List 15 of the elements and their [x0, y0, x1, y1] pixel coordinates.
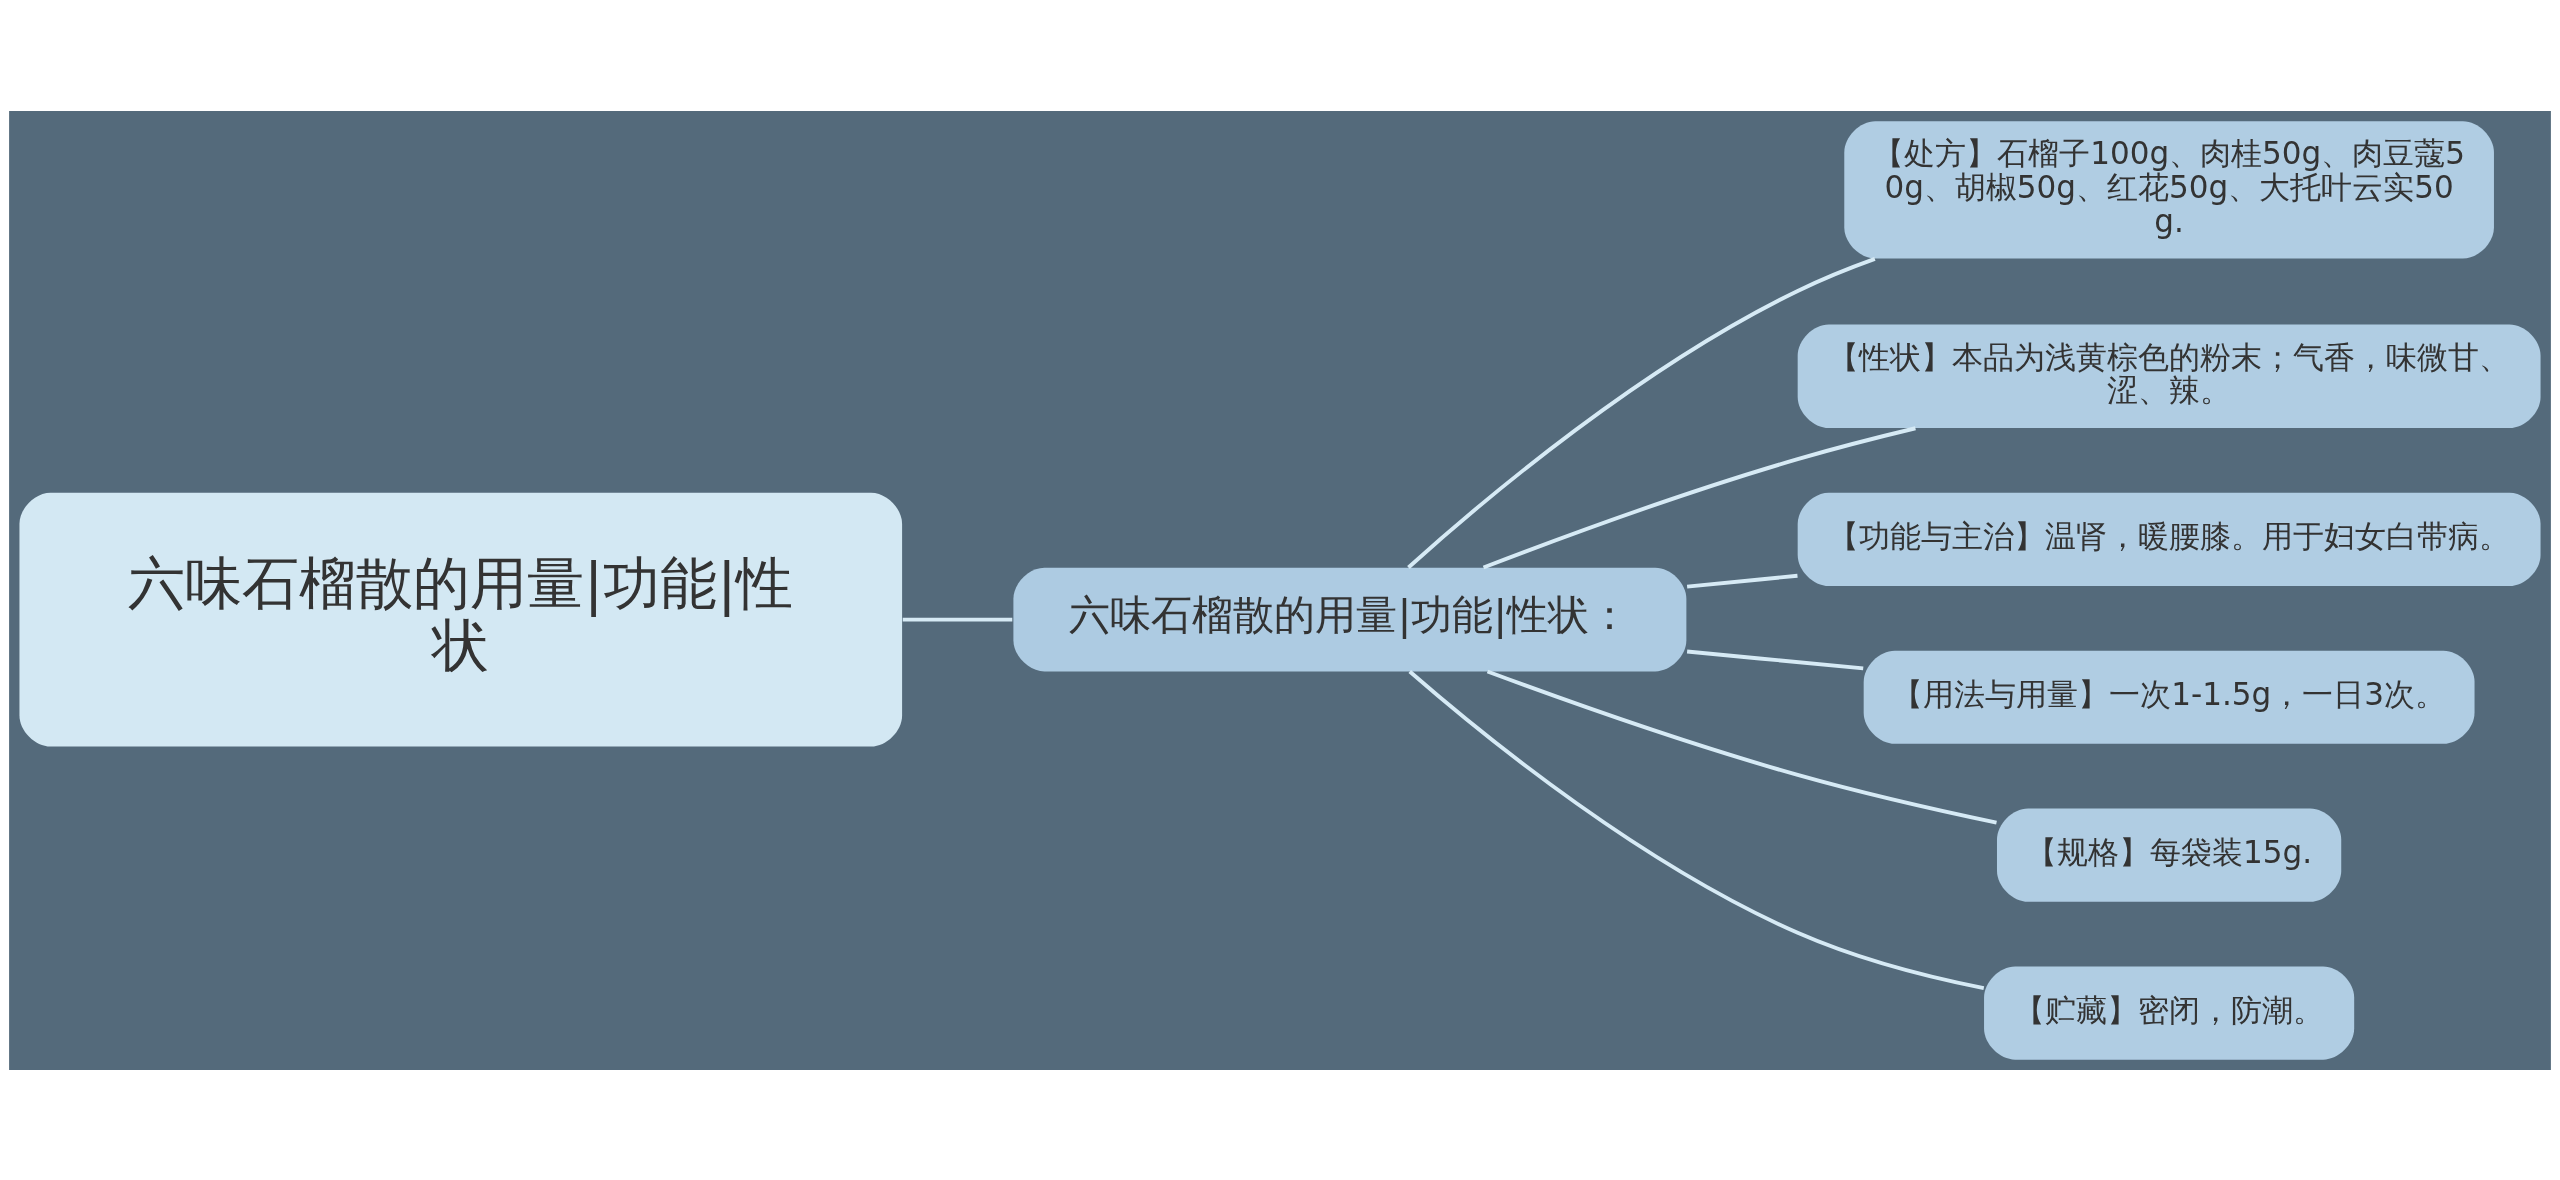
node-box: 【贮藏】密闭，防潮。 [1984, 965, 2355, 1060]
node-box: 六味石榴散的用量|功能|性状： [1013, 567, 1687, 671]
node-box: 六味石榴散的用量|功能|性状 [19, 492, 903, 746]
node-box: 【规格】每袋装15g. [1997, 808, 2342, 902]
connector [1407, 256, 1876, 569]
node-box: 【用法与用量】一次1-1.5g，一日3次。 [1863, 650, 2475, 744]
node-box: 【处方】石榴子100g、肉桂50g、肉豆蔻50g、胡椒50g、红花50g、大托叶云实50g. [1844, 120, 2494, 259]
connector [902, 617, 1013, 622]
node-box: 【性状】本品为浅黄棕色的粉末；气香，味微甘、涩、辣。 [1797, 324, 2541, 428]
connector [1482, 425, 1916, 569]
connector [1486, 669, 1997, 825]
connector [1686, 573, 1798, 589]
connector [1408, 669, 1985, 990]
connector [1686, 649, 1864, 670]
node-box: 【功能与主治】温肾，暖腰膝。用于妇女白带病。 [1797, 492, 2541, 586]
